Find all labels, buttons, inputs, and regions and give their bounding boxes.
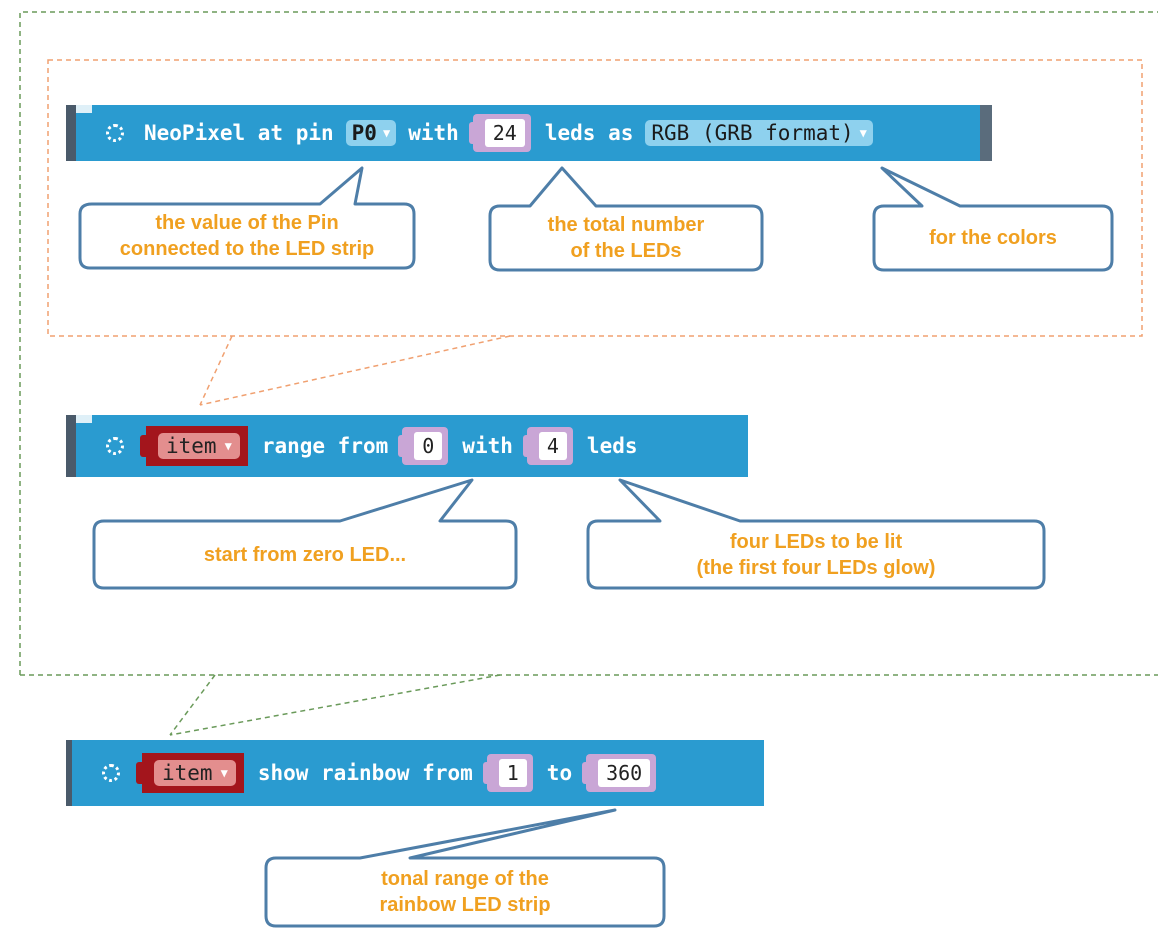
callout-line: the total number — [547, 214, 705, 236]
callout-line: for the colors — [929, 227, 1057, 249]
callout-line: (the first four LEDs glow) — [696, 556, 936, 579]
chevron-down-icon: ▼ — [859, 126, 867, 140]
callout-line: connected to the LED strip — [119, 238, 375, 260]
leds-label: leds — [586, 434, 638, 458]
block-right-edge — [980, 105, 992, 161]
callout-pin-bubble — [78, 166, 416, 270]
block-left-edge — [66, 415, 76, 477]
callout-four-bubble — [586, 478, 1046, 590]
led-count-input[interactable]: 24 — [484, 119, 525, 147]
block-left-edge — [66, 740, 72, 806]
item-dropdown[interactable]: item ▼ — [154, 760, 236, 786]
inner-dashed-frame — [47, 59, 1143, 337]
to-input[interactable]: 360 — [598, 759, 651, 787]
block-notch — [76, 105, 92, 113]
range-block[interactable]: item ▼ range from 0 with 4 leds — [66, 415, 748, 477]
count-input[interactable]: 4 — [538, 432, 567, 460]
range-from-label: range from — [261, 434, 389, 458]
callout-tonal-text: tonal range of the rainbow LED strip — [268, 860, 662, 924]
green-connector — [169, 674, 501, 736]
callout-tonal-bubble — [264, 808, 666, 928]
callout-line: four LEDs to be lit — [729, 530, 903, 553]
callout-colors-bubble — [872, 166, 1114, 272]
callout-line: start from zero LED... — [203, 543, 407, 566]
show-rainbow-from-label: show rainbow from — [257, 761, 473, 785]
from-input[interactable]: 1 — [498, 759, 527, 787]
callout-total-text: the total number of the LEDs — [492, 208, 760, 268]
to-slot[interactable]: 360 — [582, 754, 657, 792]
loading-icon — [106, 437, 124, 455]
item-dropdown[interactable]: item ▼ — [158, 433, 240, 459]
callout-pin-text: the value of the Pin connected to the LE… — [82, 206, 412, 266]
callout-start-bubble — [92, 478, 518, 590]
chevron-down-icon: ▼ — [220, 766, 228, 780]
rainbow-block[interactable]: item ▼ show rainbow from 1 to 360 — [66, 740, 764, 806]
block-left-edge — [66, 105, 76, 161]
color-format-value: RGB (GRB format) — [651, 121, 854, 145]
loading-icon — [106, 124, 124, 142]
item-variable[interactable]: item ▼ — [140, 426, 248, 466]
color-format-dropdown[interactable]: RGB (GRB format) ▼ — [645, 120, 873, 146]
callout-line: of the LEDs — [570, 240, 682, 262]
callout-line: tonal range of the — [381, 868, 549, 890]
callout-total-bubble — [488, 166, 764, 272]
callout-four-text: four LEDs to be lit (the first four LEDs… — [590, 523, 1042, 586]
neopixel-label: NeoPixel at pin — [144, 121, 334, 145]
callout-line: rainbow LED strip — [379, 894, 551, 916]
callout-start-text: start from zero LED... — [96, 523, 514, 586]
pin-dropdown[interactable]: P0 ▼ — [345, 120, 397, 146]
with-label: with — [462, 434, 513, 458]
to-label: to — [546, 761, 573, 785]
start-slot[interactable]: 0 — [398, 427, 449, 465]
block-notch — [76, 415, 92, 423]
orange-connector — [199, 335, 511, 406]
start-input[interactable]: 0 — [414, 432, 443, 460]
loading-icon — [102, 764, 120, 782]
pin-value: P0 — [351, 121, 377, 145]
item-variable[interactable]: item ▼ — [136, 753, 244, 793]
count-slot[interactable]: 4 — [522, 427, 573, 465]
chevron-down-icon: ▼ — [382, 126, 391, 140]
from-slot[interactable]: 1 — [482, 754, 533, 792]
item-variable-name: item — [166, 434, 217, 458]
led-count-slot[interactable]: 24 — [468, 114, 531, 152]
with-label: with — [408, 121, 459, 145]
callout-line: the value of the Pin — [155, 212, 339, 234]
neopixel-block[interactable]: NeoPixel at pin P0 ▼ with 24 leds as RGB… — [66, 105, 992, 161]
chevron-down-icon: ▼ — [224, 439, 232, 453]
leds-as-label: leds as — [544, 121, 634, 145]
item-variable-name: item — [162, 761, 213, 785]
callout-colors-text: for the colors — [876, 208, 1110, 268]
outer-dashed-frame — [19, 11, 1158, 675]
